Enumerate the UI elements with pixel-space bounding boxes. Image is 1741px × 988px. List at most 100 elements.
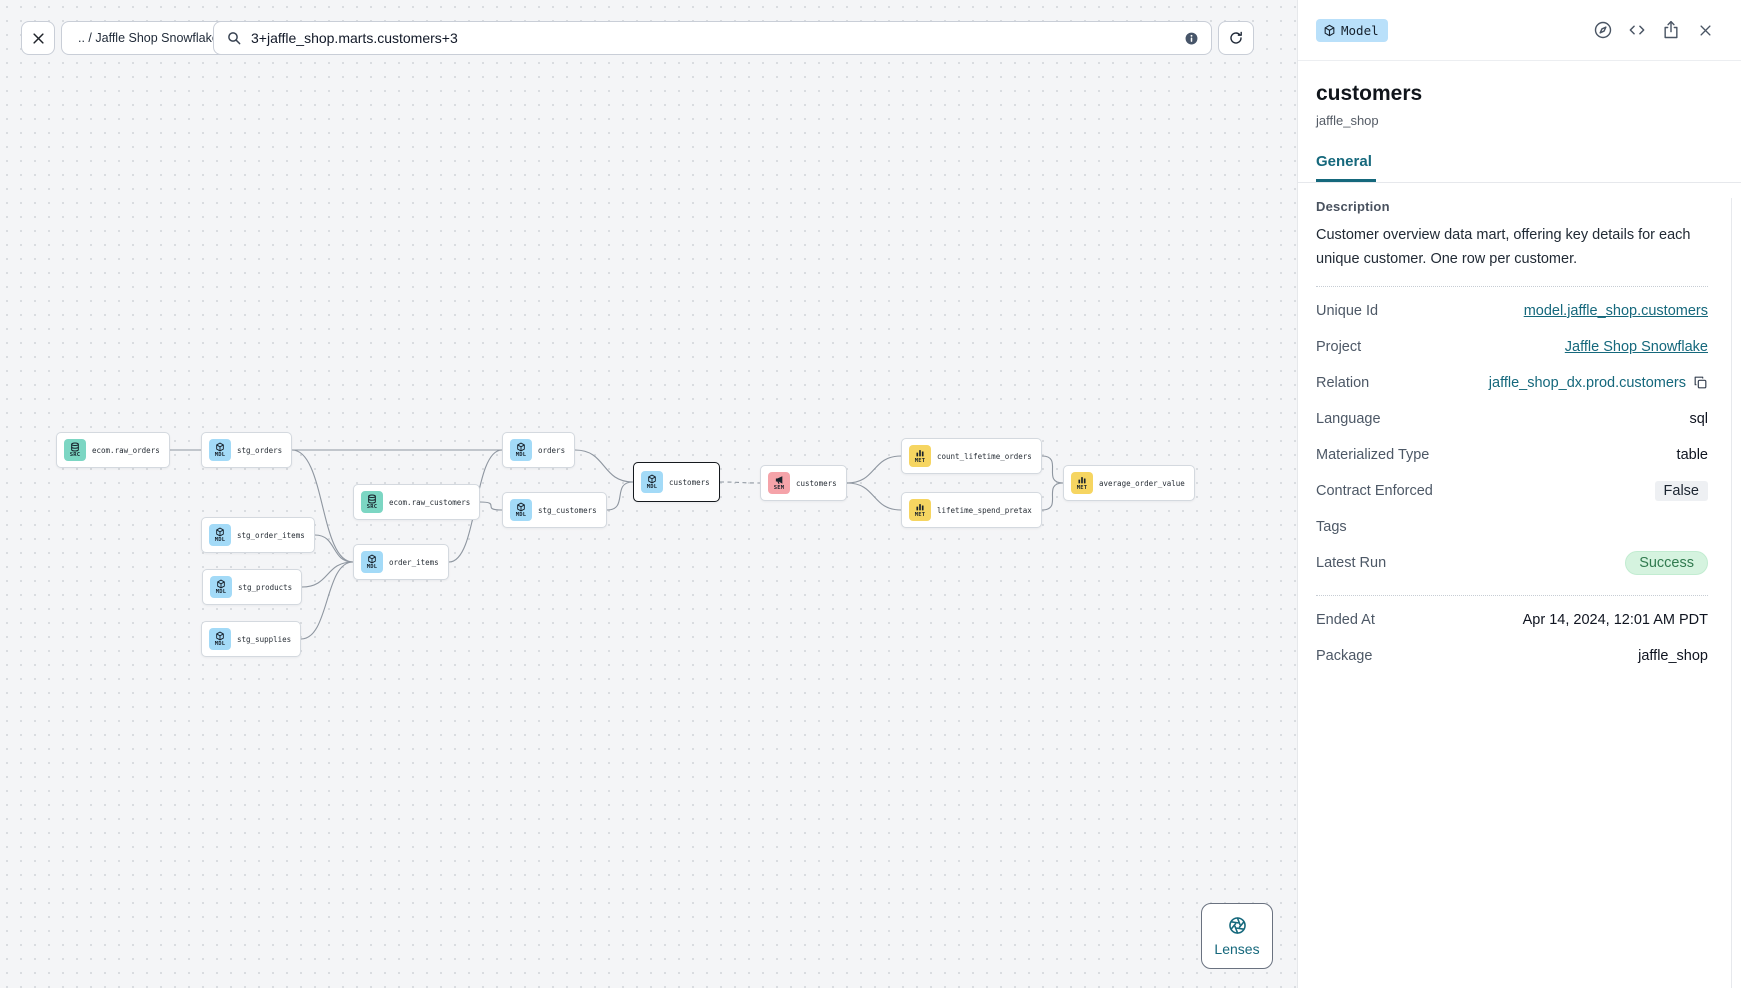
edge-stg_products-to-order_items (301, 561, 354, 588)
cube-icon: MDL (209, 439, 231, 461)
node-label: ecom.raw_customers (389, 497, 471, 507)
bar-chart-icon: MET (909, 445, 931, 467)
field-value: jaffle_shop (1638, 647, 1708, 664)
aperture-icon (1228, 917, 1246, 934)
node-label: count_lifetime_orders (937, 451, 1032, 461)
breadcrumb[interactable]: .. / Jaffle Shop Snowflake (61, 21, 236, 55)
panel-tabs: General (1298, 153, 1741, 183)
cube-icon: MDL (641, 471, 663, 493)
field-label: Contract Enforced (1316, 482, 1433, 499)
field-row-latest-run: Latest Run Success (1316, 545, 1708, 581)
node-label: customers (669, 477, 710, 487)
close-icon (32, 32, 44, 44)
graph-node-count_lifetime_orders[interactable]: MET count_lifetime_orders (901, 438, 1042, 474)
close-panel-icon[interactable] (1695, 20, 1715, 40)
cube-icon: MDL (361, 551, 383, 573)
share-icon[interactable] (1661, 20, 1681, 40)
node-label: stg_orders (237, 445, 283, 455)
edge-lifetime_spend_pretax-to-average_order_value (1041, 482, 1064, 511)
edge-customers-to-customers_sem (719, 481, 761, 484)
cube-icon: MDL (209, 524, 231, 546)
unique-id-link[interactable]: model.jaffle_shop.customers (1523, 302, 1708, 319)
edge-stg_supplies-to-order_items (300, 561, 354, 640)
graph-node-stg_orders[interactable]: MDL stg_orders (201, 432, 293, 468)
resource-type-badge: Model (1316, 18, 1388, 42)
refresh-lineage-button[interactable] (1218, 21, 1254, 55)
field-value: jaffle_shop_dx.prod.customers (1489, 375, 1708, 391)
cube-icon: MDL (210, 576, 232, 598)
refresh-icon (1230, 31, 1242, 44)
edge-customers_sem-to-lifetime_spend_pretax (846, 482, 902, 511)
panel-header: Model (1298, 0, 1741, 61)
resource-type-label: Model (1341, 22, 1379, 38)
field-value: Success (1625, 550, 1708, 575)
edge-stg_orders-to-order_items (291, 449, 354, 563)
graph-node-customers[interactable]: MDL customers (633, 462, 720, 502)
code-icon[interactable] (1627, 20, 1647, 40)
field-label: Unique Id (1316, 302, 1379, 319)
edge-stg_customers-to-customers (606, 481, 634, 511)
node-label: stg_supplies (237, 634, 292, 644)
search-input[interactable] (251, 30, 1175, 46)
description-heading: Description (1316, 199, 1390, 214)
page-title: customers (1316, 82, 1423, 105)
megaphone-icon: SEM (768, 472, 790, 494)
graph-node-raw_customers[interactable]: SRC ecom.raw_customers (353, 484, 481, 520)
database-icon: SRC (361, 491, 383, 513)
field-label: Language (1316, 410, 1381, 427)
details-panel: Model customers jaffle_shop General Desc… (1297, 0, 1741, 988)
field-row-package: Package jaffle_shop (1316, 638, 1708, 674)
panel-actions (1593, 20, 1715, 40)
field-value: False (1654, 480, 1708, 501)
status-badge: Success (1625, 550, 1708, 575)
lineage-edges (169, 449, 1064, 640)
node-label: order_items (389, 557, 439, 567)
package-subtitle: jaffle_shop (1316, 113, 1379, 128)
field-label: Tags (1316, 518, 1347, 535)
field-value: Apr 14, 2024, 12:01 AM PDT (1522, 611, 1708, 628)
graph-node-lifetime_spend_pretax[interactable]: MET lifetime_spend_pretax (901, 492, 1042, 528)
field-value: sql (1689, 410, 1708, 427)
cube-icon (1324, 24, 1335, 36)
field-label: Project (1316, 338, 1362, 355)
project-link[interactable]: Jaffle Shop Snowflake (1564, 338, 1708, 355)
field-label: Package (1316, 647, 1373, 664)
field-row-project: Project Jaffle Shop Snowflake (1316, 329, 1708, 365)
copy-icon[interactable] (1693, 375, 1708, 390)
field-row-ended-at: Ended At Apr 14, 2024, 12:01 AM PDT (1316, 602, 1708, 638)
bar-chart-icon: MET (909, 499, 931, 521)
node-label: lifetime_spend_pretax (937, 505, 1032, 515)
lenses-label: Lenses (1214, 941, 1260, 957)
explore-compass-icon[interactable] (1593, 20, 1613, 40)
panel-scrollbar[interactable] (1731, 198, 1732, 988)
close-lineage-button[interactable] (21, 21, 55, 55)
graph-node-order_items[interactable]: MDL order_items (353, 544, 449, 580)
tab-general[interactable]: General (1316, 153, 1376, 182)
lenses-button[interactable]: Lenses (1201, 903, 1273, 969)
field-label: Latest Run (1316, 554, 1387, 571)
general-tab-content: Description Customer overview data mart,… (1298, 183, 1741, 674)
search-icon (228, 32, 241, 45)
breadcrumb-label: .. / Jaffle Shop Snowflake (78, 31, 219, 45)
cube-icon: MDL (510, 499, 532, 521)
cube-icon: MDL (510, 439, 532, 461)
graph-node-stg_customers[interactable]: MDL stg_customers (502, 492, 607, 528)
lineage-search (213, 21, 1212, 55)
field-label: Ended At (1316, 611, 1375, 628)
node-label: stg_customers (538, 505, 597, 515)
dotted-divider (1316, 285, 1708, 287)
description-text: Customer overview data mart, offering ke… (1316, 227, 1691, 267)
field-value: table (1676, 446, 1708, 463)
bar-chart-icon: MET (1071, 472, 1093, 494)
field-value: model.jaffle_shop.customers (1524, 303, 1708, 319)
field-value: Jaffle Shop Snowflake (1565, 339, 1708, 355)
info-icon[interactable] (1184, 31, 1199, 46)
